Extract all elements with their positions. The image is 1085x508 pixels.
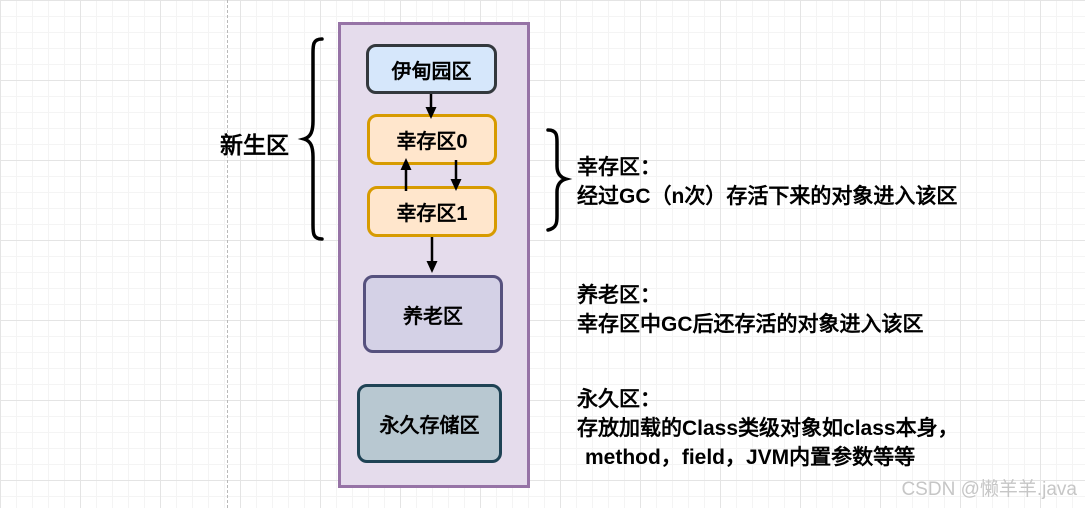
node-survivor1: 幸存区1 xyxy=(367,186,497,237)
node-old-generation: 养老区 xyxy=(363,275,503,353)
annotation-permanent-generation: 永久区： 存放加载的Class类级对象如class本身， method，fiel… xyxy=(577,385,959,472)
node-survivor0: 幸存区0 xyxy=(367,114,497,165)
watermark: CSDN @懒羊羊.java xyxy=(901,479,1077,500)
node-survivor0-label: 幸存区0 xyxy=(396,131,468,153)
node-survivor1-label: 幸存区1 xyxy=(396,203,468,225)
annotation-survivor-title: 幸存区： xyxy=(577,156,661,179)
node-eden-label: 伊甸园区 xyxy=(391,60,472,83)
page-boundary-dashed-line xyxy=(227,0,228,508)
right-curly-brace xyxy=(546,128,573,232)
new-generation-label: 新生区 xyxy=(220,132,289,158)
left-curly-brace xyxy=(297,37,324,241)
annotation-old-generation: 养老区： 幸存区中GC后还存活的对象进入该区 xyxy=(577,281,924,339)
node-permanent-generation-label: 永久存储区 xyxy=(379,415,480,437)
node-permanent-generation: 永久存储区 xyxy=(357,384,502,463)
annotation-survivor-line1: 经过GC（n次）存活下来的对象进入该区 xyxy=(577,185,958,208)
node-eden: 伊甸园区 xyxy=(366,44,497,94)
annotation-survivor: 幸存区： 经过GC（n次）存活下来的对象进入该区 xyxy=(577,153,957,211)
annotation-permanent-generation-line1: 存放加载的Class类级对象如class本身， xyxy=(577,417,959,440)
node-old-generation-label: 养老区 xyxy=(403,305,463,328)
annotation-permanent-generation-title: 永久区： xyxy=(577,388,661,411)
annotation-old-generation-title: 养老区： xyxy=(577,284,661,307)
annotation-permanent-generation-line2: method，field，JVM内置参数等等 xyxy=(585,446,916,469)
annotation-old-generation-line1: 幸存区中GC后还存活的对象进入该区 xyxy=(577,313,924,336)
